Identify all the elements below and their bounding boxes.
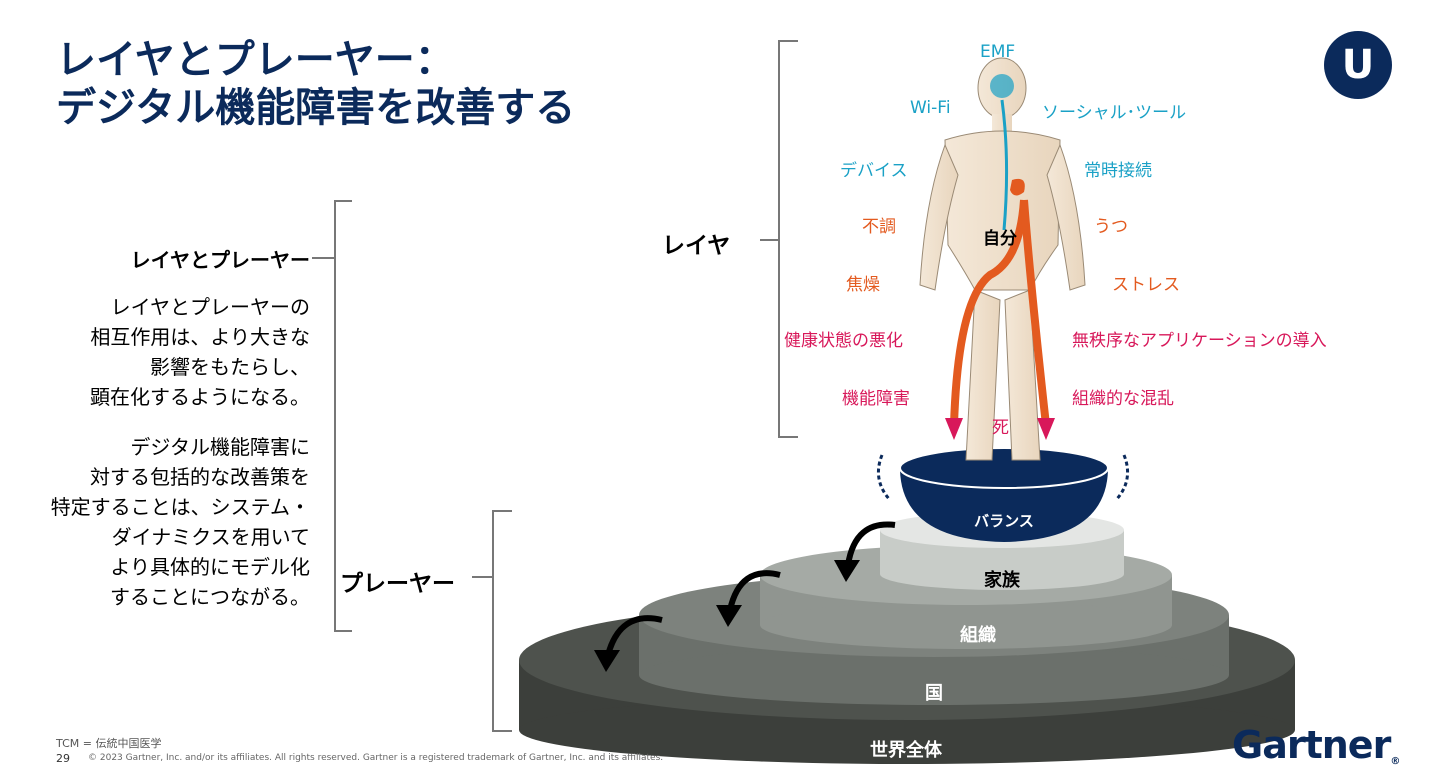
paragraph-line: 影響をもたらし、 <box>150 355 310 379</box>
layers-label: レイヤ <box>662 233 731 259</box>
label-health-decline: 健康状態の悪化 <box>784 331 903 351</box>
tier-label-country: 国 <box>925 683 943 704</box>
arrow-heads <box>594 560 860 672</box>
left-paragraph-2: デジタル機能障害に 対する包括的な改善策を 特定することは、システム・ ダイナミ… <box>20 432 310 612</box>
left-heading: レイヤとプレーヤー <box>130 248 310 272</box>
layers-bracket <box>778 40 798 438</box>
players-label: プレーヤー <box>340 571 455 597</box>
page-number: 29 <box>56 752 70 765</box>
label-wifi: Wi-Fi <box>910 98 951 118</box>
label-stress: ストレス <box>1112 275 1180 295</box>
title-line-1: レイヤとプレーヤー： <box>56 37 455 83</box>
tier-label-world: 世界全体 <box>870 740 942 761</box>
label-death: 死 <box>992 418 1009 438</box>
left-paragraph-1: レイヤとプレーヤーの 相互作用は、より大きな 影響をもたらし、 顕在化するように… <box>20 292 310 412</box>
label-anxiety: 焦燥 <box>846 275 880 295</box>
label-social-tools: ソーシャル･ツール <box>1042 103 1187 123</box>
human-figure <box>919 57 1086 461</box>
copyright: © 2023 Gartner, Inc. and/or its affiliat… <box>88 753 664 763</box>
slide-title: レイヤとプレーヤー： デジタル機能障害を改善する <box>56 36 575 132</box>
layers-connector <box>760 239 778 241</box>
u-badge-icon: U <box>1324 31 1392 99</box>
tier-label-organization: 組織 <box>960 625 996 646</box>
label-devices: デバイス <box>840 161 908 181</box>
paragraph-line: することにつながる。 <box>110 585 310 609</box>
gartner-logo: Gartner® <box>1232 723 1400 767</box>
curved-arrows <box>605 521 896 656</box>
paragraph-line: デジタル機能障害に <box>130 435 310 459</box>
paragraph-line: 特定することは、システム・ <box>50 495 310 519</box>
title-line-2: デジタル機能障害を改善する <box>56 85 576 131</box>
players-bracket <box>492 510 512 732</box>
label-org-chaos: 組織的な混乱 <box>1072 389 1174 409</box>
label-upset: 不調 <box>862 217 896 237</box>
label-always-on: 常時接続 <box>1084 161 1152 181</box>
tier-label-family: 家族 <box>984 570 1020 591</box>
label-apps: 無秩序なアプリケーションの導入 <box>1072 331 1327 351</box>
logo-text: Gartner <box>1232 723 1391 767</box>
paragraph-line: レイヤとプレーヤーの <box>110 295 310 319</box>
heading-connector <box>312 257 334 259</box>
paragraph-line: 顕在化するようになる。 <box>90 385 310 409</box>
label-dysfunction: 機能障害 <box>842 389 910 409</box>
paragraph-line: 相互作用は、より大きな <box>90 325 310 349</box>
label-emf: EMF <box>980 42 1016 62</box>
label-depression: うつ <box>1094 217 1128 237</box>
paragraph-line: より具体的にモデル化 <box>110 555 310 579</box>
balance-bowl <box>876 447 1130 542</box>
tier-label-balance: バランス <box>974 512 1034 530</box>
paragraph-line: 対する包括的な改善策を <box>90 465 310 489</box>
left-bracket <box>334 200 352 632</box>
label-self: 自分 <box>983 229 1017 249</box>
paragraph-line: ダイナミクスを用いて <box>111 525 310 549</box>
footnote: TCM = 伝統中国医学 <box>56 737 162 750</box>
players-connector <box>472 576 492 578</box>
